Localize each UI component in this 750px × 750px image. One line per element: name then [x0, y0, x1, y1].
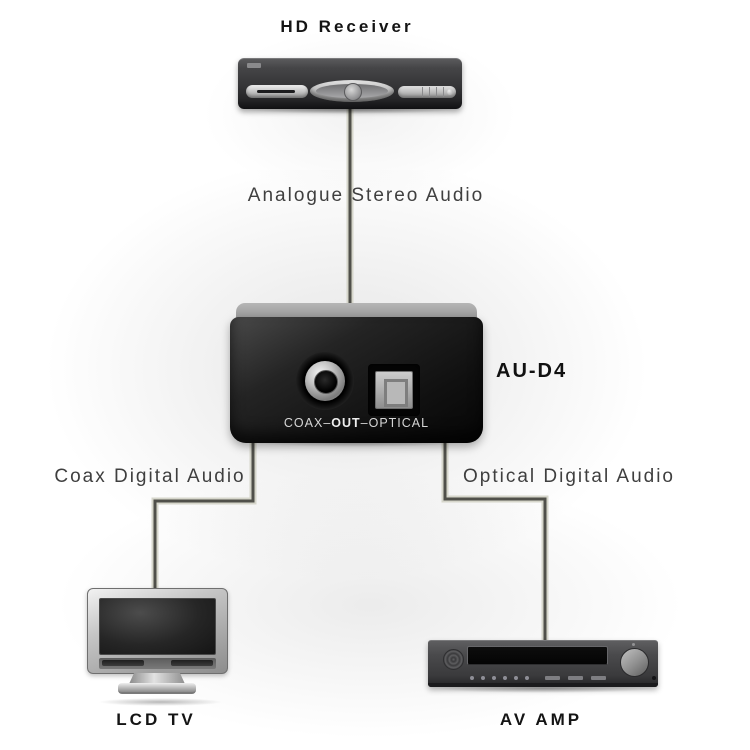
- receiver-center-dial: [310, 80, 394, 102]
- receiver-power-button: [344, 83, 362, 101]
- av-amp-label: AV AMP: [499, 710, 583, 729]
- panel-dash: –: [323, 416, 332, 430]
- hd-receiver-label: HD Receiver: [280, 17, 414, 36]
- coax-port-ring: [305, 361, 345, 401]
- receiver-eject-button: [447, 89, 453, 95]
- amp-volume-knob: [620, 648, 649, 677]
- cable-coax-core: [153, 436, 255, 594]
- tv-shadow: [98, 698, 223, 706]
- amp-selector-button: [591, 676, 606, 680]
- amp-front-button: [525, 676, 529, 680]
- receiver-button-divider: [422, 87, 423, 97]
- converter-model-label: AU-D4: [496, 360, 568, 382]
- tv-speaker-slot-right: [171, 660, 213, 666]
- amp-front-button: [492, 676, 496, 680]
- receiver-button-divider: [429, 87, 430, 97]
- amp-indicator-led: [632, 643, 635, 646]
- receiver-button-divider: [436, 87, 437, 97]
- coax-output-port: [296, 352, 354, 410]
- optical-output-port: [368, 364, 420, 416]
- receiver-button-divider: [443, 87, 444, 97]
- tv-stand-neck: [129, 673, 185, 684]
- amp-front-button: [514, 676, 518, 680]
- amp-headphone-jack: [652, 676, 656, 680]
- amp-shadow: [434, 684, 654, 693]
- receiver-button-strip: [398, 86, 456, 98]
- tv-speaker-strip: [99, 658, 216, 669]
- lcd-tv-label: LCD TV: [116, 710, 196, 729]
- tv-speaker-slot-left: [102, 660, 144, 666]
- amp-selector-button: [545, 676, 560, 680]
- panel-out-text: OUT: [331, 416, 361, 430]
- av-amp-image: [428, 640, 658, 687]
- receiver-slot-opening: [257, 90, 295, 93]
- receiver-brand-badge: [247, 63, 261, 68]
- cable-optical-core: [443, 436, 547, 648]
- tv-frame: [87, 588, 228, 674]
- hd-receiver-image: [238, 58, 462, 109]
- coax-cable-label: Coax Digital Audio: [54, 466, 246, 487]
- analogue-cable-label: Analogue Stereo Audio: [247, 185, 485, 206]
- optical-port-plug: [375, 371, 413, 409]
- optical-port-window: [384, 379, 408, 407]
- converter-panel-text: COAX–OUT–OPTICAL: [230, 416, 483, 430]
- cable-coax: [151, 436, 257, 594]
- lcd-tv-image: [87, 588, 228, 696]
- amp-front-button: [470, 676, 474, 680]
- optical-cable-label: Optical Digital Audio: [462, 466, 676, 487]
- converter-image: COAX–OUT–OPTICAL: [230, 303, 483, 443]
- amp-display-window: [467, 646, 608, 665]
- amp-front-button: [481, 676, 485, 680]
- tv-stand-base: [118, 683, 196, 694]
- amp-base-strip: [428, 683, 658, 687]
- tv-screen: [99, 598, 216, 655]
- panel-coax-text: COAX: [283, 416, 324, 430]
- receiver-disc-slot: [246, 85, 308, 98]
- amp-standby-ring: [443, 649, 464, 670]
- panel-optical-text: OPTICAL: [368, 416, 430, 430]
- amp-selector-button: [568, 676, 583, 680]
- receiver-shadow: [244, 105, 456, 114]
- panel-dash: –: [360, 416, 369, 430]
- converter-front-panel: COAX–OUT–OPTICAL: [230, 317, 483, 443]
- amp-front-button: [503, 676, 507, 680]
- coax-port-hole: [314, 370, 338, 394]
